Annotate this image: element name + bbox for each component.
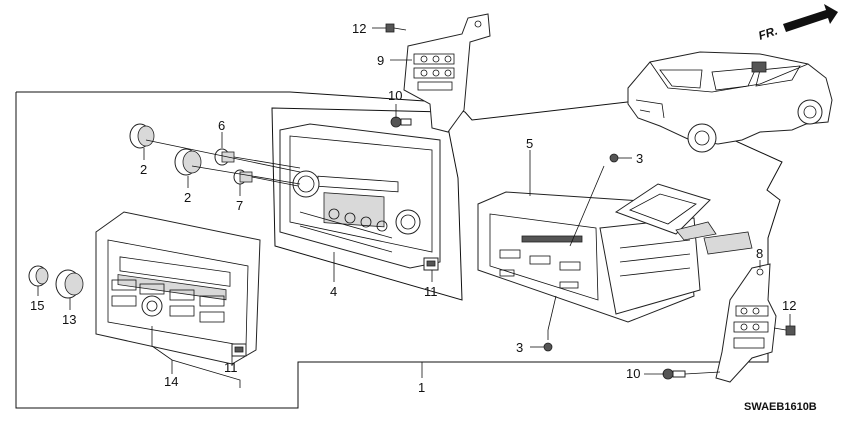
callout-12-top: 12	[352, 21, 366, 36]
callout-1: 1	[418, 380, 425, 395]
screw-10-side	[662, 368, 686, 380]
upper-bracket	[403, 13, 491, 133]
callout-2-upper: 2	[140, 162, 147, 177]
callout-3-upper: 3	[636, 151, 643, 166]
callout-10-side: 10	[626, 366, 640, 381]
label-sheets	[614, 183, 753, 255]
callout-labels: 12 9 10 6 2 2 7 4 11 5 3 3 8 12 10 15 13…	[30, 21, 796, 395]
knob-2-lower	[174, 148, 202, 176]
front-direction-indicator: FR.	[757, 4, 838, 43]
callout-14: 14	[164, 374, 178, 389]
callout-8: 8	[756, 246, 763, 261]
vehicle-illustration	[627, 51, 833, 153]
screw-3-upper	[609, 153, 632, 163]
knob-2-upper	[129, 123, 155, 149]
screw-10-top	[390, 116, 412, 128]
leader-lines	[37, 27, 791, 388]
audio-faceplate-14	[95, 211, 261, 365]
callout-12-side: 12	[782, 298, 796, 313]
screw-12-side	[773, 325, 796, 336]
faceplate-subframe	[271, 107, 463, 301]
callout-9: 9	[377, 53, 384, 68]
screw-3-lower	[543, 330, 553, 352]
callout-11-upper: 11	[424, 284, 438, 299]
audio-faceplate-4	[279, 123, 441, 269]
knob-7	[233, 169, 253, 185]
callout-3-lower: 3	[516, 340, 523, 355]
callout-10-top: 10	[388, 88, 402, 103]
callout-4: 4	[330, 284, 337, 299]
screw-12-top	[385, 23, 407, 33]
callout-2-lower: 2	[184, 190, 191, 205]
clip-11-upper	[423, 257, 439, 271]
callout-7: 7	[236, 198, 243, 213]
knob-15	[28, 265, 49, 287]
callout-5: 5	[526, 136, 533, 151]
front-label: FR.	[757, 24, 780, 43]
side-bracket	[715, 263, 777, 383]
callout-6: 6	[218, 118, 225, 133]
callout-11-lower: 11	[224, 360, 238, 375]
callout-13: 13	[62, 312, 76, 327]
diagram-code: SWAEB1610B	[744, 401, 817, 413]
callout-15: 15	[30, 298, 44, 313]
knob-13	[55, 269, 84, 299]
knob-6	[214, 148, 235, 166]
front-arrow-icon	[783, 4, 838, 32]
clip-11-lower	[231, 343, 247, 357]
